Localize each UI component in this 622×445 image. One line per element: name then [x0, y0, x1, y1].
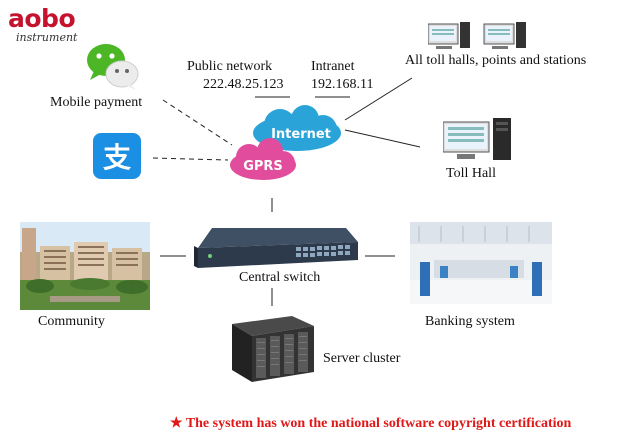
public-network-label: Public network: [187, 59, 273, 74]
central-switch-icon: [186, 214, 366, 280]
star-icon: ★: [170, 416, 183, 431]
gprs-cloud-label: GPRS: [243, 159, 283, 174]
server-cluster-icon: [222, 314, 316, 384]
toll-halls-computers-icon: [427, 22, 548, 50]
svg-text:支: 支: [103, 141, 131, 174]
intranet-ip-value: 192.168.11: [311, 77, 374, 92]
community-label: Community: [38, 314, 105, 329]
wechat-icon: [84, 40, 142, 92]
toll-hall-label: Toll Hall: [446, 166, 496, 181]
cloud-cluster: Internet GPRS: [230, 105, 341, 180]
line-internet-to-tollhall: [344, 129, 421, 148]
line-mobile-to-gprs: [162, 99, 233, 146]
public-ip-value: 222.48.25.123: [203, 77, 284, 92]
brand-name: aobo: [8, 4, 76, 33]
banking-image: [410, 222, 552, 304]
brand-logo: aobo instrument: [8, 6, 88, 44]
line-alipay-to-gprs: [152, 157, 229, 161]
toll-hall-computer-icon: [442, 118, 513, 162]
banking-system-label: Banking system: [425, 314, 515, 329]
central-switch-label: Central switch: [239, 270, 321, 285]
server-cluster-label: Server cluster: [323, 351, 401, 366]
toll-halls-label: All toll halls, points and stations: [405, 53, 587, 68]
brand-tagline: instrument: [16, 31, 78, 44]
footer-certification: ★ The system has won the national softwa…: [170, 415, 571, 432]
alipay-icon: 支: [93, 133, 141, 179]
intranet-label: Intranet: [311, 59, 355, 74]
internet-cloud-label: Internet: [271, 127, 331, 142]
line-internet-to-halls: [344, 77, 413, 121]
community-image: [20, 222, 150, 310]
gprs-cloud: GPRS: [230, 138, 296, 180]
footer-text: The system has won the national software…: [185, 416, 572, 431]
mobile-payment-label: Mobile payment: [50, 95, 143, 110]
